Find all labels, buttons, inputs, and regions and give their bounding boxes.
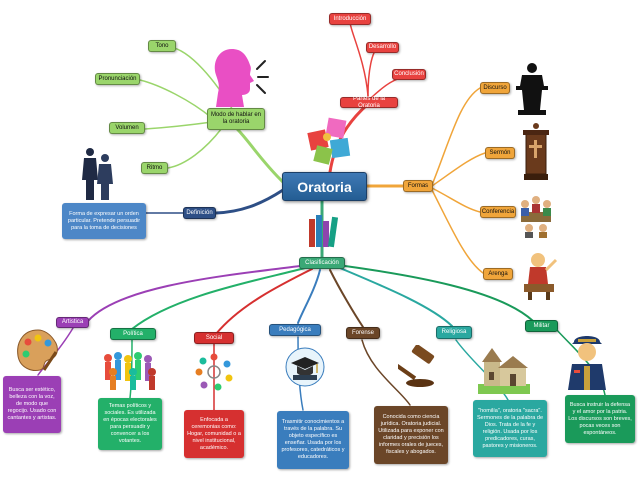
podium-icon xyxy=(516,63,548,115)
node-politica[interactable]: Política xyxy=(110,328,156,340)
node-desarrollo[interactable]: Desarrollo xyxy=(366,42,399,53)
church-icon xyxy=(478,348,530,394)
node-militar[interactable]: Militar xyxy=(525,320,558,332)
gavel-icon xyxy=(398,345,435,387)
node-religiosa[interactable]: Religiosa xyxy=(436,326,472,339)
social-circle-icon xyxy=(195,353,233,391)
node-artistica[interactable]: Artistica xyxy=(56,317,89,328)
node-introduccion[interactable]: Introducción xyxy=(329,13,371,25)
node-arenga[interactable]: Arenga xyxy=(483,268,513,280)
node-pronunciacion[interactable]: Pronunciación xyxy=(95,73,140,85)
node-clasificacion[interactable]: Clasificación xyxy=(299,257,345,269)
node-tono[interactable]: Tono xyxy=(148,40,176,52)
node-definicion[interactable]: Definición xyxy=(183,207,216,219)
social-text: Enfocada a ceremonias como: Hogar, comun… xyxy=(184,410,244,458)
religiosa-text: "homilía", oratoria "sacra". Sermones de… xyxy=(473,400,547,457)
palette-icon xyxy=(17,329,58,371)
node-conferencia[interactable]: Conferencia xyxy=(480,206,516,218)
node-discurso[interactable]: Discurso xyxy=(480,82,510,94)
node-formas[interactable]: Formas xyxy=(403,180,433,192)
node-partes[interactable]: Partes de la Oratoria xyxy=(340,96,398,109)
node-ritmo[interactable]: Ritmo xyxy=(141,162,168,174)
pedagogica-text: Trasmitir conocimientos a través de la p… xyxy=(277,411,349,469)
militar-text: Busca instruir la defensa y el amor por … xyxy=(565,395,635,443)
graduation-icon xyxy=(285,347,325,387)
definicion-text: Forma de expresar un orden particular. P… xyxy=(62,203,146,239)
person-speaking-icon xyxy=(214,49,269,107)
puzzle-icon xyxy=(307,117,351,165)
politica-text: Temas políticos y sociales. Es utilizada… xyxy=(98,398,162,450)
central-topic[interactable]: Oratoria xyxy=(282,172,367,201)
soldier-icon xyxy=(568,336,606,390)
node-social[interactable]: Social xyxy=(194,332,234,344)
forense-text: Conocida como ciencia jurídica. Oratoria… xyxy=(374,406,448,464)
pulpit-icon xyxy=(523,123,549,180)
node-conclusion[interactable]: Conclusión xyxy=(392,69,426,80)
node-sermon[interactable]: Sermón xyxy=(485,147,515,159)
speakers-icon xyxy=(82,148,113,200)
crowd-icon xyxy=(104,352,156,390)
node-volumen[interactable]: Volumen xyxy=(109,122,145,134)
node-pedagogica[interactable]: Pedagógica xyxy=(269,324,321,336)
conference-icon xyxy=(521,196,551,238)
node-modo[interactable]: Modo de hablar en la oratoria xyxy=(207,108,265,130)
node-forense[interactable]: Forense xyxy=(346,327,380,339)
artistica-text: Busca ser estético, belleza con la voz, … xyxy=(3,376,61,433)
books-icon xyxy=(309,215,339,248)
arenga-icon xyxy=(524,253,558,300)
